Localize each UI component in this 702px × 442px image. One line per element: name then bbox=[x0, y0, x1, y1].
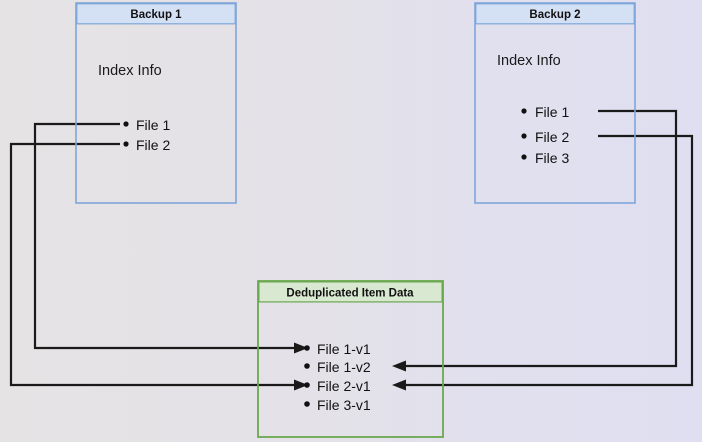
arrow-head-icon bbox=[294, 342, 308, 354]
connector-backup1-file2-to-dedup-file2v1 bbox=[9, 142, 308, 391]
backup2-index-info-label: Index Info bbox=[497, 53, 561, 69]
backup2-list-item-file2[interactable]: File 2 bbox=[521, 129, 569, 145]
backup2-box-header-bar bbox=[475, 3, 635, 25]
backup2-list-item-label: File 3 bbox=[535, 150, 569, 166]
arrow-head-icon bbox=[294, 379, 308, 391]
bullet-icon bbox=[304, 382, 310, 388]
backup2-list-item-file3[interactable]: File 3 bbox=[521, 150, 569, 166]
dedup-box-header-label: Deduplicated Item Data bbox=[286, 288, 414, 300]
backup1-box[interactable]: Backup 1 Index Info File 1 File 2 bbox=[75, 2, 237, 204]
arrow-head-icon bbox=[392, 360, 406, 372]
bullet-icon bbox=[521, 133, 527, 139]
arrow-head-icon bbox=[392, 379, 406, 391]
connector-path bbox=[9, 142, 297, 387]
dedup-list-item-file3v1[interactable]: File 3-v1 bbox=[304, 397, 371, 413]
dedup-list-item-file1v2[interactable]: File 1-v2 bbox=[304, 359, 371, 375]
connector-backup1-file1-to-dedup-file1v1 bbox=[33, 122, 308, 354]
connector-group bbox=[9, 109, 694, 391]
dedup-box[interactable]: Deduplicated Item Data File 1-v1 File 1-… bbox=[257, 280, 444, 438]
dedup-box-header-bar bbox=[258, 281, 443, 303]
bullet-icon bbox=[521, 154, 527, 160]
backup2-box-outline bbox=[474, 2, 636, 204]
dedup-list-item-file1v1[interactable]: File 1-v1 bbox=[304, 341, 371, 357]
bullet-icon bbox=[304, 363, 310, 369]
dedup-box-outline bbox=[257, 280, 444, 438]
dedup-list-item-label: File 1-v1 bbox=[317, 341, 371, 357]
backup2-box-header-label: Backup 2 bbox=[529, 9, 580, 21]
connector-path bbox=[403, 134, 694, 387]
backup2-list-item-label: File 2 bbox=[535, 129, 569, 145]
backup1-list-item-label: File 2 bbox=[136, 137, 170, 153]
backup1-list-item-label: File 1 bbox=[136, 117, 170, 133]
backup1-list-item-file1[interactable]: File 1 bbox=[123, 117, 170, 133]
backup1-box-header-label: Backup 1 bbox=[130, 9, 182, 21]
bullet-icon bbox=[123, 121, 129, 127]
backup1-list-item-file2[interactable]: File 2 bbox=[123, 137, 170, 153]
connector-path bbox=[33, 122, 297, 350]
connector-backup2-file1-to-dedup-file1v2 bbox=[392, 109, 678, 372]
backup2-list-item-label: File 1 bbox=[535, 104, 569, 120]
backup1-box-outline bbox=[75, 2, 237, 204]
backup1-box-header-bar bbox=[76, 3, 236, 25]
dedup-list-item-label: File 1-v2 bbox=[317, 359, 371, 375]
dedup-list-item-label: File 2-v1 bbox=[317, 378, 371, 394]
backup2-list-item-file1[interactable]: File 1 bbox=[521, 104, 569, 120]
bullet-icon bbox=[304, 345, 310, 351]
bullet-icon bbox=[123, 141, 129, 147]
backup1-index-info-label: Index Info bbox=[98, 63, 162, 79]
dedup-list-item-file2v1[interactable]: File 2-v1 bbox=[304, 378, 371, 394]
connector-backup2-file2-to-dedup-file2v1 bbox=[392, 134, 694, 391]
bullet-icon bbox=[521, 108, 527, 114]
dedup-list-item-label: File 3-v1 bbox=[317, 397, 371, 413]
backup2-box[interactable]: Backup 2 Index Info File 1 File 2 File 3 bbox=[474, 2, 636, 204]
connector-path bbox=[403, 109, 678, 368]
bullet-icon bbox=[304, 401, 310, 407]
